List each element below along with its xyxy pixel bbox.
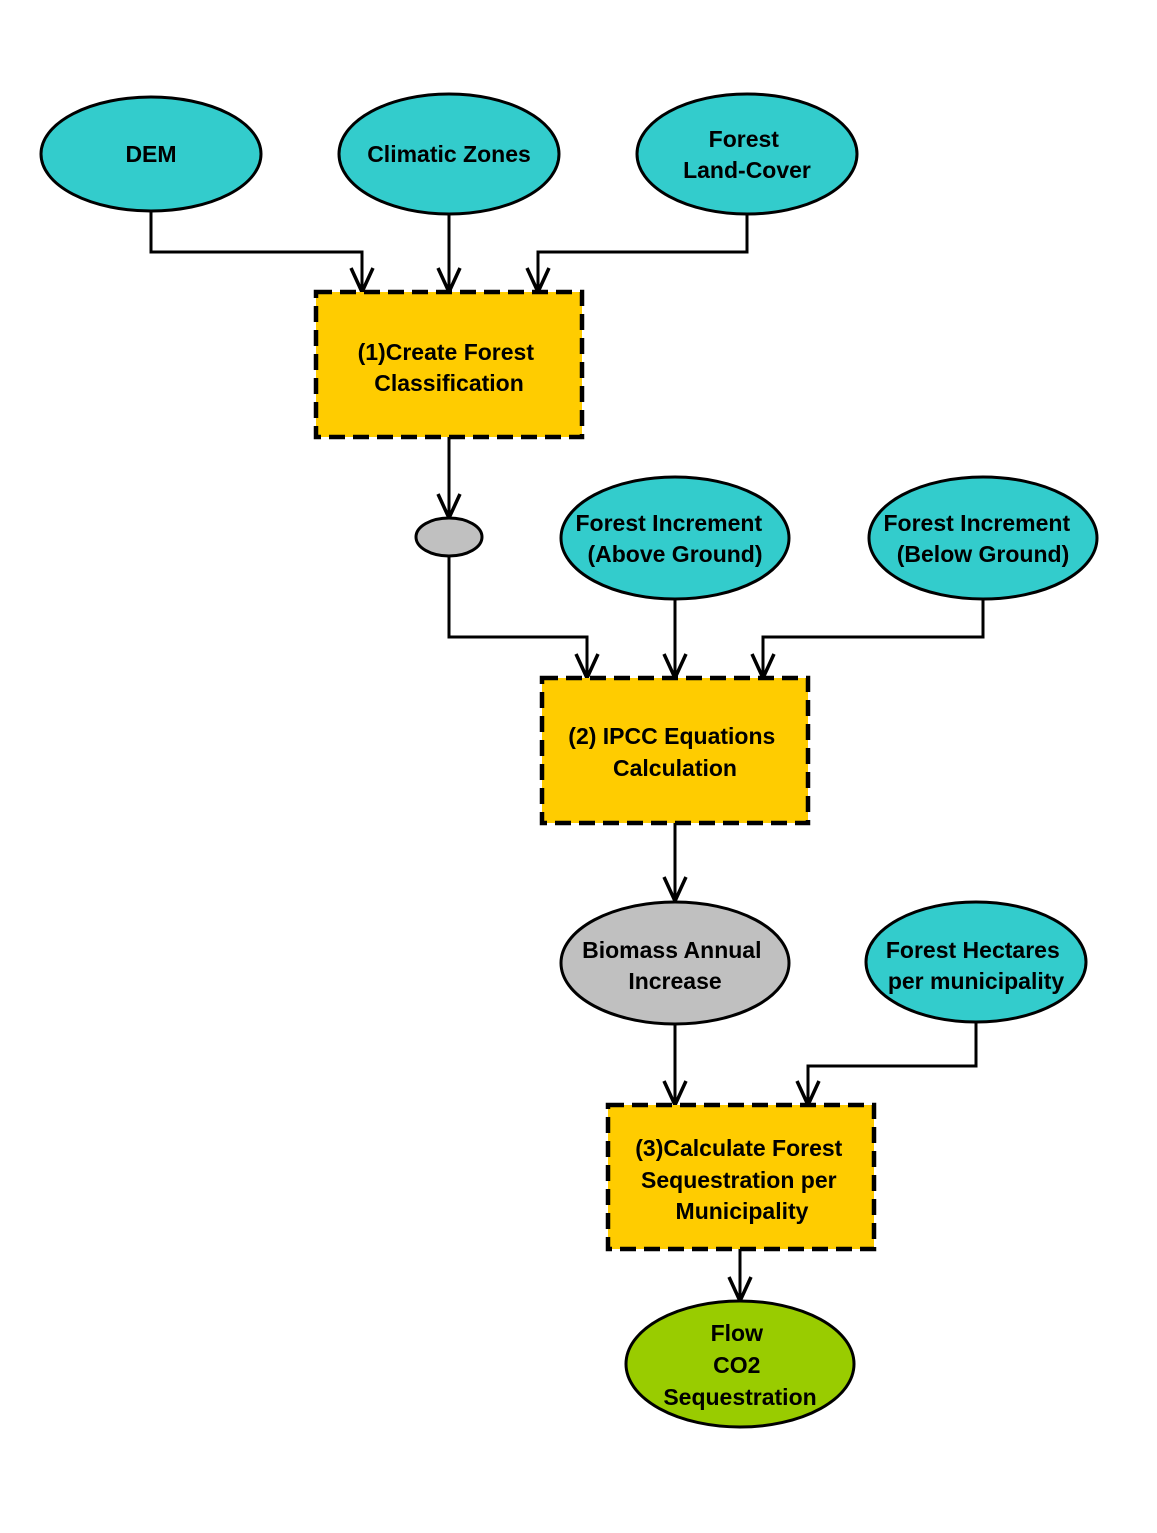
svg-text:Climatic Zones: Climatic Zones: [367, 141, 531, 167]
process-node-1: (1)Create Forest Classification: [313, 289, 585, 440]
node-label-line: Biomass Annual: [582, 937, 761, 963]
svg-text:Forest Hectares per muni: Forest Hectares per municipality: [886, 937, 1066, 994]
svg-text:Forest Increment (Below: Forest Increment (Below Ground): [884, 510, 1077, 567]
intermediate-node-small: [414, 516, 484, 558]
svg-text:Flow CO2 Sequestra: Flow CO2 Sequestration: [663, 1320, 816, 1410]
node-label-line: Land-Cover: [683, 157, 811, 183]
node-label-line: Calculation: [613, 755, 737, 781]
node-label-line: (1)Create Forest: [358, 339, 535, 365]
node-shape: [539, 675, 811, 826]
node-shape: [635, 92, 859, 216]
edge-land-cover-to-process1: [536, 214, 749, 292]
svg-text:Biomass Annual Increase: Biomass Annual Increase: [582, 937, 768, 994]
node-label-line: Municipality: [676, 1198, 809, 1224]
intermediate-node-biomass: Biomass Annual Increase: [559, 900, 791, 1026]
input-node-hectares: Forest Hectares per municipality: [864, 900, 1088, 1024]
svg-text:Forest Land-Cover: Forest Land-Cover: [683, 126, 811, 183]
input-node-climatic-zones: Climatic Zones: [337, 92, 561, 216]
node-label-line: Flow: [711, 1320, 763, 1346]
process-node-3: (3)Calculate Forest Sequestration per Mu…: [605, 1102, 877, 1252]
node-shape: [414, 516, 484, 558]
svg-text:(2) IPCC Equations Calcu: (2) IPCC Equations Calculation: [568, 723, 781, 781]
output-node-flow: Flow CO2 Sequestration: [624, 1299, 856, 1429]
node-label-line: Forest Increment: [576, 510, 763, 536]
node-shape: [605, 1102, 877, 1252]
node-label-line: Forest Increment: [884, 510, 1071, 536]
node-shape: [864, 900, 1088, 1024]
node-label-line: Increase: [628, 968, 721, 994]
node-label-line: Forest Hectares: [886, 937, 1060, 963]
node-shape: [624, 1299, 856, 1429]
edge-intermediate-to-process2: [447, 557, 589, 678]
edge-dem-to-process1: [149, 211, 364, 292]
node-label-line: (Below Ground): [897, 541, 1069, 567]
input-node-dem: DEM: [39, 95, 263, 213]
node-label-line: per municipality: [888, 968, 1065, 994]
node-shape: [39, 95, 263, 213]
input-node-increment-below: Forest Increment (Below Ground): [867, 475, 1099, 601]
node-label-line: Sequestration: [663, 1384, 816, 1410]
node-label-line: Sequestration per: [641, 1167, 837, 1193]
node-label-line: DEM: [125, 141, 176, 167]
edges: [149, 211, 985, 1301]
edge-hectares-to-process3: [806, 1022, 978, 1105]
node-shape: [337, 92, 561, 216]
node-label-line: (2) IPCC Equations: [568, 723, 775, 749]
process-node-2: (2) IPCC Equations Calculation: [539, 675, 811, 826]
node-label-line: Forest: [709, 126, 780, 152]
node-shape: [559, 475, 791, 601]
svg-text:(3)Calculate Forest Sequ: (3)Calculate Forest Sequestration per Mu…: [635, 1135, 848, 1224]
node-label-line: Classification: [374, 370, 524, 396]
node-label-line: (Above Ground): [587, 541, 762, 567]
svg-text:Forest Increment (Above: Forest Increment (Above Ground): [576, 510, 769, 567]
input-node-forest-land-cover: Forest Land-Cover: [635, 92, 859, 216]
edge-increment-below-to-process2: [761, 599, 985, 678]
node-shape: [559, 900, 791, 1026]
node-label-line: CO2: [713, 1352, 760, 1378]
svg-text:(1)Create Forest Classif: (1)Create Forest Classification: [358, 339, 541, 396]
node-shape: [313, 289, 585, 440]
node-label-line: (3)Calculate Forest: [635, 1135, 842, 1161]
input-node-increment-above: Forest Increment (Above Ground): [559, 475, 791, 601]
node-shape: [867, 475, 1099, 601]
node-label-line: Climatic Zones: [367, 141, 531, 167]
svg-text:DEM: DEM: [125, 141, 176, 167]
